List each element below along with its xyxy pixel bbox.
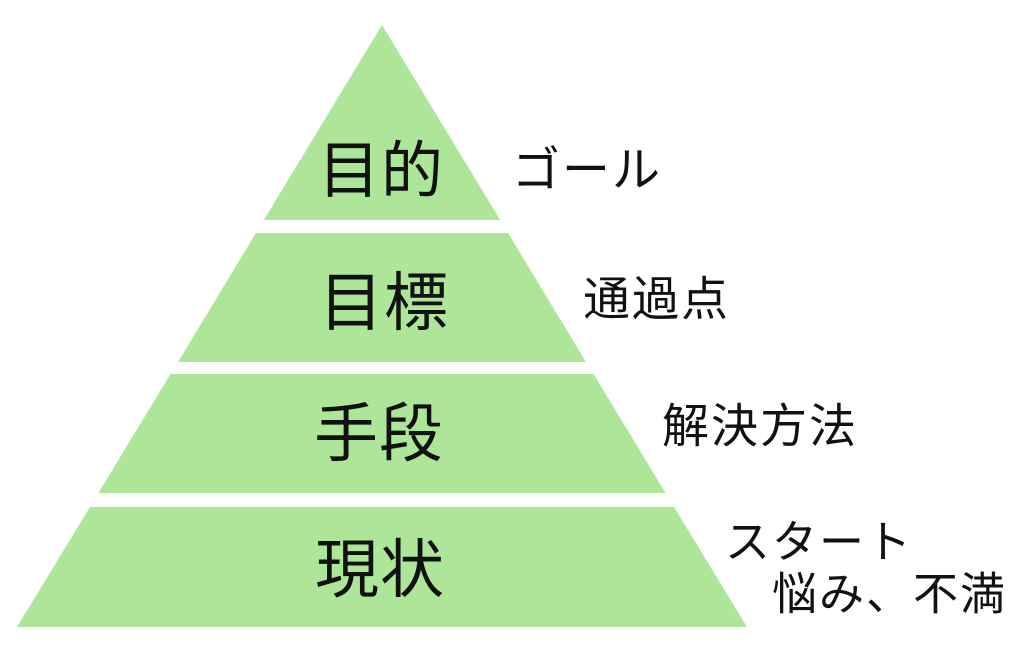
level-4-label: 現状 (315, 534, 445, 608)
level-2-label: 目標 (319, 267, 449, 341)
level-4-annotation-line-1: スタート (725, 515, 914, 569)
pyramid-level-3-shape (98, 374, 666, 493)
pyramid-level-1-shape (263, 25, 501, 220)
level-3-label: 手段 (314, 398, 444, 472)
level-4-annotation-line-2: 悩み、不満 (772, 567, 1008, 621)
level-2-annotation: 通過点 (583, 272, 730, 328)
level-1-label: 目的 (317, 134, 445, 207)
pyramid-level-2-shape (178, 233, 586, 362)
pyramid-level-4-shape (17, 507, 747, 627)
level-3-annotation: 解決方法 (662, 399, 858, 455)
level-1-annotation: ゴール (512, 142, 663, 198)
